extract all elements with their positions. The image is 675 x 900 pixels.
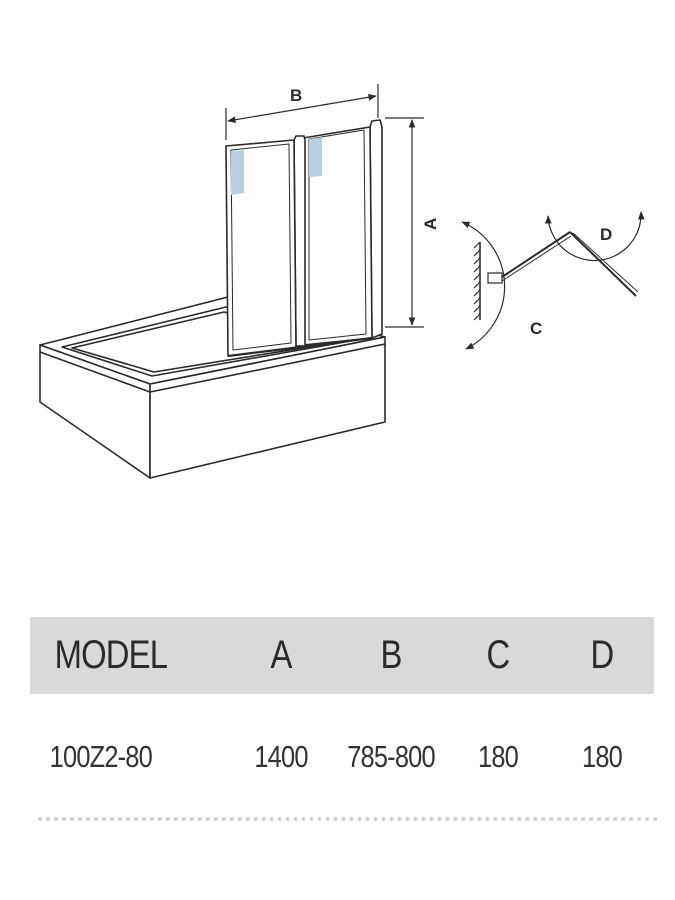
bath-screen (225, 119, 383, 358)
cell-d: 180 (582, 739, 623, 774)
cell-model: 100Z2-80 (49, 739, 153, 774)
cell-a: 1400 (254, 739, 308, 774)
dotted-divider (38, 817, 658, 821)
header-d: D (590, 633, 615, 677)
dimension-a-label: A (421, 218, 440, 230)
header-c: C (486, 633, 511, 677)
bath-screen-diagram: B A C D (39, 84, 645, 479)
table-header-row: MODEL A B C D (30, 617, 654, 694)
rotation-top-view (461, 211, 645, 350)
dimension-a (385, 117, 424, 328)
dimension-b-label: B (290, 86, 302, 105)
header-b: B (380, 633, 402, 677)
rotation-c-label: C (530, 319, 542, 338)
dimension-b (225, 84, 379, 140)
table-row: 100Z2-80 1400 785-800 180 180 (30, 694, 654, 824)
cell-b: 785-800 (347, 739, 435, 774)
header-model: MODEL (54, 633, 168, 677)
rotation-d-label: D (600, 225, 612, 244)
cell-c: 180 (478, 739, 519, 774)
header-a: A (270, 633, 292, 677)
spec-table: MODEL A B C D 100Z2-80 1400 785-800 180 … (30, 617, 654, 824)
